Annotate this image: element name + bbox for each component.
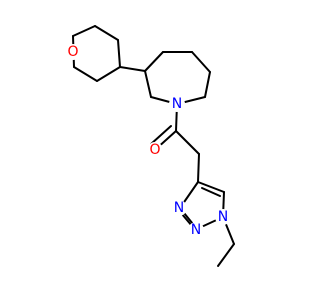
bond xyxy=(191,51,211,73)
bond xyxy=(150,125,172,145)
oxygen-atom-label: O xyxy=(67,44,78,60)
bond xyxy=(197,181,225,193)
bond xyxy=(217,243,235,267)
triazole-nitrogen-3-label: N xyxy=(174,200,184,216)
bond xyxy=(117,39,121,68)
bond xyxy=(175,130,200,155)
atom-labels: O N O N N N xyxy=(65,44,231,238)
bond xyxy=(201,187,221,197)
bond xyxy=(144,51,164,72)
nitrogen-atom-label: N xyxy=(172,96,182,112)
carbonyl-oxygen-atom-label: O xyxy=(149,142,160,158)
bond xyxy=(204,71,211,98)
bond xyxy=(119,66,146,72)
bond xyxy=(94,25,119,41)
triazole-nitrogen-1-label: N xyxy=(218,209,228,225)
bond xyxy=(72,25,96,37)
molecule-structure-diagram: O N O N N N xyxy=(65,25,235,267)
bond xyxy=(96,66,121,82)
bond xyxy=(144,70,152,98)
bond xyxy=(73,66,98,82)
bond xyxy=(197,153,200,183)
triazole-nitrogen-2-label: N xyxy=(191,222,201,238)
